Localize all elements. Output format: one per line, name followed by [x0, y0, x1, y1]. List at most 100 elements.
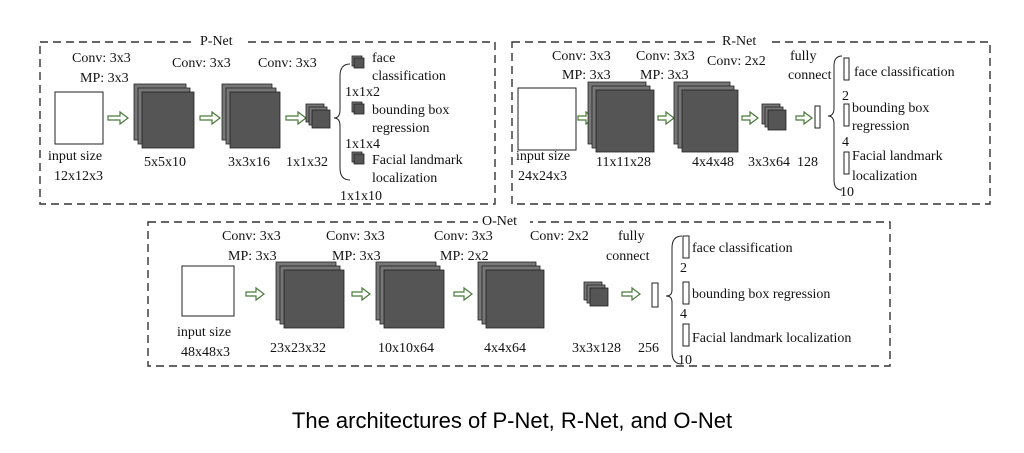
onet-size-1: 23x23x32 — [270, 341, 326, 356]
rnet-title-bg — [718, 32, 770, 48]
rnet-conv1-label: Conv: 3x3 — [552, 49, 611, 64]
rnet-panel: R-Net Conv: 3x3 MP: 3x3 Conv: 3x3 MP: 3x… — [511, 32, 991, 205]
onet-layer-1 — [275, 261, 345, 329]
onet-fc-vector — [651, 282, 659, 308]
pnet-out-bbox-1: bounding box — [372, 103, 449, 118]
pnet-conv2-label: Conv: 3x3 — [172, 56, 231, 71]
rnet-out-bbox-dim: 4 — [842, 135, 849, 150]
pnet-conv1-label: Conv: 3x3 — [72, 51, 131, 66]
onet-mp3-label: MP: 2x2 — [440, 249, 489, 264]
pnet-arrow-3 — [285, 110, 307, 126]
pnet-size-2: 3x3x16 — [228, 155, 270, 170]
rnet-out-face-dim: 2 — [842, 89, 849, 104]
pnet-border — [39, 41, 496, 205]
pnet-landmark-cube — [351, 151, 365, 165]
onet-out-bbox: bounding box regression — [692, 287, 830, 302]
onet-conv4-label: Conv: 2x2 — [530, 229, 589, 244]
rnet-mp1-label: MP: 3x3 — [562, 68, 611, 83]
onet-title-bg — [478, 212, 530, 228]
pnet-out-bbox-2: regression — [372, 121, 430, 136]
pnet-out-bbox-dim: 1x1x4 — [345, 137, 380, 152]
onet-size-5: 256 — [638, 341, 659, 356]
pnet-mp1-label: MP: 3x3 — [80, 71, 129, 86]
onet-brace — [665, 235, 683, 365]
onet-fc-label-1: fully — [618, 229, 644, 244]
rnet-brace — [827, 55, 843, 191]
rnet-fc-label-2: connect — [788, 68, 832, 83]
figure-caption: The architectures of P-Net, R-Net, and O… — [292, 408, 732, 433]
pnet-out-face-1: face — [372, 51, 395, 66]
onet-layer-2 — [375, 261, 445, 329]
rnet-out-land-2: localization — [852, 169, 917, 184]
pnet-input-box — [54, 91, 104, 145]
onet-bbox-vector — [682, 281, 690, 305]
onet-out-face-dim: 2 — [680, 261, 687, 276]
onet-out-bbox-dim: 4 — [680, 307, 687, 322]
rnet-bbox-vector — [843, 103, 850, 127]
rnet-arrow-4 — [795, 110, 813, 126]
onet-size-2: 10x10x64 — [378, 341, 434, 356]
pnet-out-land-2: localization — [372, 171, 437, 186]
rnet-out-face: face classification — [854, 65, 955, 80]
onet-panel: O-Net Conv: 3x3 MP: 3x3 Conv: 3x3 MP: 3x… — [147, 212, 891, 368]
rnet-out-land-1: Facial landmark — [852, 149, 943, 164]
rnet-conv3-label: Conv: 2x2 — [707, 54, 766, 69]
onet-arrow-1 — [245, 286, 265, 302]
rnet-fc-label-1: fully — [790, 49, 816, 64]
onet-layer-3 — [477, 261, 545, 329]
rnet-arrow-3 — [741, 110, 759, 126]
rnet-layer-3 — [761, 103, 787, 131]
pnet-out-face-2: classification — [372, 69, 446, 84]
rnet-input-box — [517, 87, 577, 151]
onet-mp1-label: MP: 3x3 — [228, 249, 277, 264]
pnet-arrow-1 — [107, 110, 129, 126]
rnet-arrow-2 — [657, 110, 675, 126]
onet-face-vector — [682, 235, 690, 259]
rnet-layer-1 — [587, 81, 655, 153]
rnet-face-vector — [843, 57, 850, 81]
onet-conv1-label: Conv: 3x3 — [222, 229, 281, 244]
pnet-layer-2 — [221, 83, 281, 149]
onet-arrow-2 — [351, 286, 371, 302]
rnet-conv2-label: Conv: 3x3 — [636, 49, 695, 64]
pnet-conv3-label: Conv: 3x3 — [258, 56, 317, 71]
rnet-size-3: 3x3x64 — [748, 155, 790, 170]
rnet-out-bbox-2: regression — [852, 119, 910, 134]
onet-mp2-label: MP: 3x3 — [332, 249, 381, 264]
onet-input-label: input size — [177, 325, 231, 340]
onet-out-face: face classification — [692, 241, 793, 256]
rnet-layer-2 — [673, 81, 739, 153]
onet-layer-4 — [583, 281, 609, 307]
pnet-layer-3 — [305, 103, 331, 129]
pnet-brace — [333, 63, 351, 181]
pnet-out-land-1: Facial landmark — [372, 153, 463, 168]
onet-fc-label-2: connect — [606, 249, 650, 264]
rnet-fc-vector — [814, 105, 821, 129]
rnet-out-bbox-1: bounding box — [852, 101, 929, 116]
pnet-size-3: 1x1x32 — [286, 155, 328, 170]
onet-arrow-4 — [621, 286, 641, 302]
onet-conv2-label: Conv: 3x3 — [326, 229, 385, 244]
rnet-landmark-vector — [843, 151, 850, 175]
onet-input-size: 48x48x3 — [181, 345, 230, 360]
onet-out-land-dim: 10 — [678, 353, 692, 368]
onet-title: O-Net — [482, 214, 517, 229]
pnet-title: P-Net — [200, 34, 233, 49]
pnet-bbox-cube — [351, 101, 365, 115]
pnet-out-face-dim: 1x1x2 — [345, 85, 380, 100]
pnet-title-bg — [196, 32, 248, 48]
rnet-size-2: 4x4x48 — [692, 155, 734, 170]
pnet-out-land-dim: 1x1x10 — [340, 189, 382, 204]
pnet-face-cube — [351, 55, 365, 69]
rnet-input-label: input size — [516, 149, 570, 164]
onet-landmark-vector — [682, 323, 690, 347]
onet-arrow-3 — [453, 286, 473, 302]
onet-conv3-label: Conv: 3x3 — [434, 229, 493, 244]
pnet-size-1: 5x5x10 — [144, 155, 186, 170]
rnet-size-1: 11x11x28 — [596, 155, 651, 170]
pnet-input-label: input size — [48, 149, 102, 164]
onet-size-3: 4x4x64 — [484, 341, 526, 356]
pnet-arrow-2 — [199, 110, 221, 126]
